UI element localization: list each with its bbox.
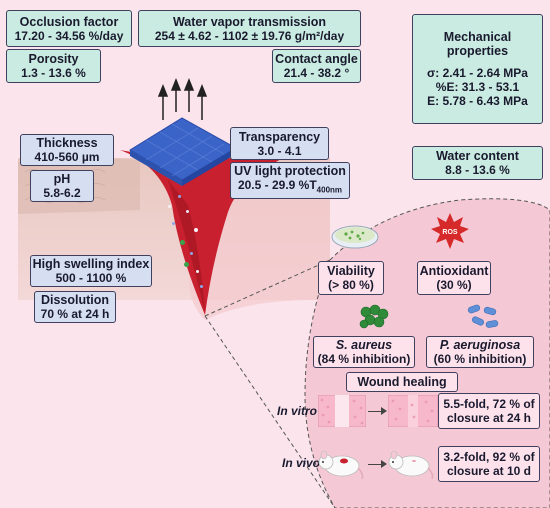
vivo-arrowhead-icon xyxy=(381,460,387,468)
vitro-arrowhead-icon xyxy=(381,407,387,415)
mechanical-modulus: E: 5.78 - 6.43 MPa xyxy=(427,94,528,108)
thickness-title: Thickness xyxy=(36,136,98,150)
contact-angle-value: 21.4 - 38.2 ° xyxy=(283,66,350,80)
scratch-assay-after-icon xyxy=(388,395,438,427)
antioxidant-value: (30 %) xyxy=(436,278,472,292)
pseudomonas-icon xyxy=(467,304,499,328)
porosity-box: Porosity 1.3 - 13.6 % xyxy=(6,49,101,83)
viability-value: (> 80 %) xyxy=(328,278,374,292)
viability-title: Viability xyxy=(327,264,375,278)
s-aureus-title: S. aureus xyxy=(335,338,393,352)
occlusion-value: 17.20 - 34.56 %/day xyxy=(14,28,124,43)
in-vitro-result-2: closure at 24 h xyxy=(446,411,532,425)
staphylococcus-icon xyxy=(359,304,389,329)
in-vivo-result-box: 3.2-fold, 92 % of closure at 10 d xyxy=(438,446,540,482)
in-vitro-result-1: 5.5-fold, 72 % of xyxy=(443,397,535,411)
swelling-title: High swelling index xyxy=(32,257,150,271)
wvt-title: Water vapor transmission xyxy=(172,14,327,29)
ros-burst-icon: ROS xyxy=(431,213,469,249)
water-vapor-box: Water vapor transmission 254 ± 4.62 - 11… xyxy=(138,10,361,47)
viability-box: Viability (> 80 %) xyxy=(318,261,384,295)
p-aeruginosa-title: P. aeruginosa xyxy=(439,338,521,352)
wound-healing-box: Wound healing xyxy=(346,372,458,392)
in-vivo-label: In vivo xyxy=(282,456,321,470)
thickness-box: Thickness 410-560 µm xyxy=(20,134,114,166)
water-content-title: Water content xyxy=(436,149,519,163)
occlusion-title: Occlusion factor xyxy=(19,14,119,29)
uv-value: 20.5 - 29.9 %T xyxy=(237,177,317,192)
in-vitro-result-box: 5.5-fold, 72 % of closure at 24 h xyxy=(438,393,540,429)
wound-channel xyxy=(120,150,300,315)
ph-title: pH xyxy=(53,172,71,186)
occlusion-factor-box: Occlusion factor 17.20 - 34.56 %/day xyxy=(6,10,132,47)
in-vitro-label: In vitro xyxy=(277,404,318,418)
p-aeruginosa-value: (60 % inhibition) xyxy=(433,352,527,366)
mechanical-sigma: σ: 2.41 - 2.64 MPa xyxy=(427,66,528,80)
uv-value-wrap: 20.5 - 29.9 %T400nm xyxy=(238,178,342,197)
in-vivo-result-1: 3.2-fold, 92 % of xyxy=(443,450,535,464)
swelling-value: 500 - 1100 % xyxy=(55,271,127,285)
in-vivo-result-2: closure at 10 d xyxy=(446,464,532,478)
transparency-title: Transparency xyxy=(238,129,321,144)
mechanical-elongation: %E: 31.3 - 53.1 xyxy=(435,80,520,94)
rat-healed-icon xyxy=(388,450,434,480)
dissolution-title: Dissolution xyxy=(40,293,110,307)
transparency-box: Transparency 3.0 - 4.1 xyxy=(230,127,329,160)
vivo-arrow xyxy=(368,464,382,465)
uv-protection-box: UV light protection 20.5 - 29.9 %T400nm xyxy=(230,162,350,199)
vitro-arrow xyxy=(368,411,382,412)
dissolution-value: 70 % at 24 h xyxy=(40,307,110,321)
scratch-assay-before-icon xyxy=(318,395,366,427)
water-content-value: 8.8 - 13.6 % xyxy=(445,163,510,177)
mechanical-properties-box: Mechanical properties σ: 2.41 - 2.64 MPa… xyxy=(412,14,543,124)
ph-value: 5.8-6.2 xyxy=(43,186,81,200)
transparency-value: 3.0 - 4.1 xyxy=(257,143,302,158)
p-aeruginosa-box: P. aeruginosa (60 % inhibition) xyxy=(426,336,534,368)
mechanical-title-2: properties xyxy=(446,44,509,58)
water-content-box: Water content 8.8 - 13.6 % xyxy=(412,146,543,180)
ph-box: pH 5.8-6.2 xyxy=(30,170,94,202)
rat-wounded-icon xyxy=(318,450,364,480)
contact-angle-title: Contact angle xyxy=(275,52,358,66)
antioxidant-title: Antioxidant xyxy=(419,264,489,278)
dissolution-box: Dissolution 70 % at 24 h xyxy=(34,291,116,323)
contact-angle-box: Contact angle 21.4 - 38.2 ° xyxy=(272,49,361,83)
uv-subscript: 400nm xyxy=(316,185,343,195)
mechanical-title-1: Mechanical xyxy=(443,30,512,44)
uv-title: UV light protection xyxy=(234,163,346,178)
swelling-box: High swelling index 500 - 1100 % xyxy=(30,255,152,287)
thickness-value: 410-560 µm xyxy=(34,150,100,164)
wound-healing-title: Wound healing xyxy=(357,375,447,389)
antioxidant-box: Antioxidant (30 %) xyxy=(417,261,491,295)
petri-dish-icon xyxy=(331,225,379,249)
wvt-value: 254 ± 4.62 - 1102 ± 19.76 g/m²/day xyxy=(154,28,345,43)
s-aureus-value: (84 % inhibition) xyxy=(317,352,411,366)
porosity-title: Porosity xyxy=(28,52,79,66)
porosity-value: 1.3 - 13.6 % xyxy=(21,66,86,80)
ros-label: ROS xyxy=(442,229,458,236)
s-aureus-box: S. aureus (84 % inhibition) xyxy=(313,336,415,368)
